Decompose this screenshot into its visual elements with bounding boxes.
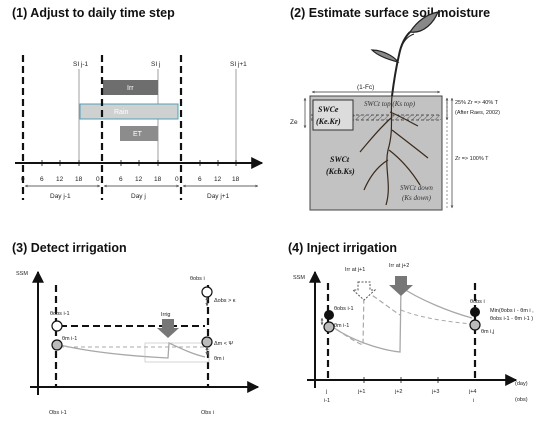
tick-cur-0: 0 [96, 176, 100, 183]
p4-obs-prev-marker [324, 310, 334, 320]
p4-x-cur-label: i [473, 398, 474, 404]
panel-1-title: (1) Adjust to daily time step [12, 6, 175, 20]
tick-cur-18: 18 [154, 176, 162, 183]
p4-irr-j1-arrow [351, 281, 377, 301]
p3-delta-obs-label: Δobs > κ [214, 298, 236, 304]
p4-obs-prev-label: θobs i-1 [334, 306, 354, 312]
tick-next-18: 18 [232, 176, 240, 183]
tick-cur-6: 6 [119, 176, 123, 183]
p4-min-line2: θobs i-1 - θm i-1 ) [490, 316, 533, 322]
p4-curve-j2 [329, 285, 473, 353]
fc-label: (1-Fc) [357, 84, 374, 91]
p3-m-cur-marker [201, 336, 213, 348]
p4-curve-j1 [329, 288, 401, 346]
panel-4-title: (4) Inject irrigation [288, 241, 397, 255]
irr-bar-label: Irr [127, 85, 134, 92]
et-bar [120, 126, 158, 141]
p3-irrig-label: Irrig [161, 312, 170, 318]
p4-m-cur-marker [469, 319, 481, 331]
p4-xtick-j: j [325, 389, 327, 395]
p3-obs-prev-marker [51, 320, 63, 332]
tick-prev-6: 6 [40, 176, 44, 183]
tick-prev-18: 18 [75, 176, 83, 183]
p4-ylabel: SSM [293, 275, 305, 281]
p3-m-prev-label: θm i-1 [62, 336, 77, 342]
note-3: Zr => 100% T [455, 156, 489, 162]
tick-next-0: 0 [175, 176, 179, 183]
p4-xtick-j4: j+4 [468, 389, 477, 395]
si-cur-label: SI j [151, 61, 160, 68]
p3-m-cur-label: θm i [214, 356, 224, 362]
p4-irr-j1-label: Irr at j+1 [345, 267, 365, 273]
p4-x-prev-label: i-1 [324, 398, 330, 404]
p4-obs-cur-label: θobs i [470, 299, 485, 305]
p4-xtick-j2: j+2 [394, 389, 403, 395]
day-next-label: Day j+1 [207, 193, 230, 200]
rain-bar-label: Rain [114, 109, 129, 116]
et-bar-label: ET [133, 131, 143, 138]
tick-prev-0: 0 [21, 176, 25, 183]
p3-irrig-arrow [157, 319, 179, 338]
note-1: 25% Zr => 40% T [455, 100, 499, 106]
p4-xunit-obs: (obs) [515, 397, 528, 403]
plant-leaf-top [408, 11, 439, 33]
p4-irr-j2-arrow [389, 276, 413, 296]
p4-irr-j2-label: Irr at j+2 [389, 263, 409, 269]
plant-leaf-left [370, 49, 400, 63]
p4-xtick-j1: j+1 [357, 389, 366, 395]
tick-next-6: 6 [198, 176, 202, 183]
day-cur-label: Day j [131, 193, 146, 200]
panel-3-title: (3) Detect irrigation [12, 241, 127, 255]
si-prev-label: SI j-1 [73, 61, 89, 68]
swct-label: SWCt [330, 155, 350, 164]
p3-obs-cur-label: θobs i [190, 276, 205, 282]
note-2: (After Raes, 2002) [455, 110, 500, 116]
p4-xtick-j3: j+3 [431, 389, 440, 395]
tick-cur-12: 12 [135, 176, 143, 183]
tick-prev-12: 12 [56, 176, 64, 183]
swct-top-label: SWCt top (Ks top) [364, 100, 416, 108]
p4-obs-cur-marker [470, 307, 480, 317]
p3-model-curve [59, 342, 206, 359]
p4-m-prev-label: θm i-1 [334, 323, 349, 329]
panel-1: (1) Adjust to daily time step SI j-1 SI … [12, 6, 264, 200]
p3-x-prev-label: Obs i-1 [49, 410, 67, 416]
panel-3: (3) Detect irrigation SSM Irrig θobs i-1… [12, 241, 260, 416]
p4-m-prev-marker [323, 321, 335, 333]
swct-sub-label: (Kcb.Ks) [326, 167, 355, 176]
swct-down-label: SWCt down [400, 184, 433, 192]
p3-m-prev-marker [51, 339, 63, 351]
day-prev-label: Day j-1 [50, 193, 71, 200]
p3-obs-prev-label: θobs i-1 [50, 311, 70, 317]
swce-label: SWCe [318, 105, 339, 114]
p4-min-line1: Min(θobs i - θm i , [490, 308, 534, 314]
si-next-label: SI j+1 [230, 61, 247, 68]
plant-stem [391, 31, 411, 97]
panel-2: (2) Estimate surface soil moisture SWCe … [290, 6, 500, 211]
swce-box [312, 99, 354, 131]
p3-obs-cur-marker [201, 286, 213, 298]
irr-bar [103, 80, 158, 95]
evap-layer-hatch [311, 115, 441, 120]
p4-m-cur-label: θm i,j [481, 329, 494, 335]
swce-sub-label: (Ke.Kr) [316, 117, 341, 126]
panel-4: (4) Inject irrigation SSM Irr at j+1 Irr… [288, 241, 534, 404]
plant-roots [359, 95, 429, 206]
ze-label: Ze [290, 119, 298, 126]
swct-down-sub-label: (Ks down) [402, 194, 432, 202]
tick-next-12: 12 [214, 176, 222, 183]
panel-2-title: (2) Estimate surface soil moisture [290, 6, 490, 20]
p3-x-cur-label: Obs i [201, 410, 214, 416]
rain-bar [79, 103, 179, 120]
p4-xunit-day: (day) [515, 381, 528, 387]
p3-delta-m-label: Δm < Ψ [214, 341, 234, 347]
p3-ylabel: SSM [16, 271, 28, 277]
